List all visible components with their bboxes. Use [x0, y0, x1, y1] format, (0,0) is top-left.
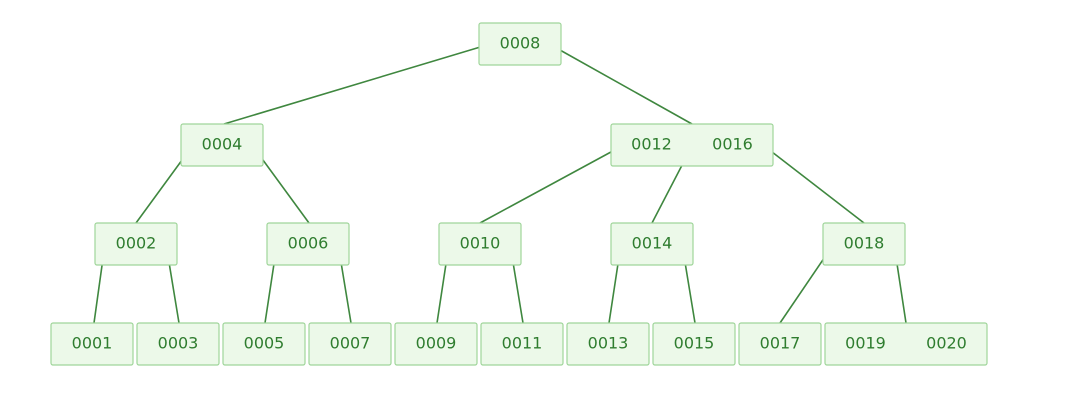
tree-node-l3: 0003 [136, 322, 220, 366]
tree-edge-n12-n10 [479, 145, 623, 224]
tree-edge-n12-n18 [762, 144, 865, 224]
tree-node-n12: 0012 0016 [610, 123, 774, 167]
node-key-label: 0001 [72, 334, 113, 353]
tree-node-l5: 0005 [222, 322, 306, 366]
tree-node-l19: 0019 0020 [824, 322, 988, 366]
tree-node-box [136, 322, 220, 366]
tree-node-box [94, 222, 178, 266]
tree-node-n8: 0008 [478, 22, 562, 66]
tree-nodes: 0008 0004 0012 0016 0002 0006 0010 0014 0018 0001… [50, 22, 988, 366]
tree-node-box [266, 222, 350, 266]
node-key-label: 0010 [460, 234, 501, 253]
node-key-label: 0004 [202, 135, 243, 154]
tree-node-box [180, 123, 264, 167]
node-key-label: 0012 [631, 135, 672, 154]
tree-node-l13: 0013 [566, 322, 650, 366]
tree-node-n4: 0004 [180, 123, 264, 167]
node-key-label: 0007 [330, 334, 371, 353]
node-key-label: 0018 [844, 234, 885, 253]
node-key-label: 0002 [116, 234, 157, 253]
node-key-label: 0019 [845, 334, 886, 353]
node-key-label: 0020 [926, 334, 967, 353]
tree-node-box [566, 322, 650, 366]
tree-edge-n8-n4 [223, 44, 488, 125]
tree-edge-n8-n12 [550, 44, 693, 125]
tree-node-box [610, 222, 694, 266]
tree-node-box [824, 322, 988, 366]
tree-node-n18: 0018 [822, 222, 906, 266]
tree-node-l7: 0007 [308, 322, 392, 366]
tree-node-box [480, 322, 564, 366]
node-key-label: 0014 [632, 234, 673, 253]
tree-node-box [394, 322, 478, 366]
node-key-label: 0006 [288, 234, 329, 253]
tree-node-n2: 0002 [94, 222, 178, 266]
tree-node-box [438, 222, 522, 266]
node-key-label: 0009 [416, 334, 457, 353]
tree-node-box [822, 222, 906, 266]
tree-edges [93, 44, 907, 324]
node-key-label: 0003 [158, 334, 199, 353]
node-key-label: 0017 [760, 334, 801, 353]
tree-node-box [738, 322, 822, 366]
tree-node-l1: 0001 [50, 322, 134, 366]
tree-node-box [50, 322, 134, 366]
tree-node-n6: 0006 [266, 222, 350, 266]
tree-node-box [610, 123, 774, 167]
node-key-label: 0011 [502, 334, 543, 353]
node-key-label: 0008 [500, 34, 541, 53]
tree-node-l15: 0015 [652, 322, 736, 366]
tree-node-box [308, 322, 392, 366]
node-key-label: 0005 [244, 334, 285, 353]
node-key-label: 0016 [712, 135, 753, 154]
tree-node-l11: 0011 [480, 322, 564, 366]
tree-node-l17: 0017 [738, 322, 822, 366]
node-key-label: 0013 [588, 334, 629, 353]
tree-node-box [478, 22, 562, 66]
tree-node-box [652, 322, 736, 366]
tree-node-box [222, 322, 306, 366]
tree-node-n14: 0014 [610, 222, 694, 266]
tree-node-n10: 0010 [438, 222, 522, 266]
tree-node-l9: 0009 [394, 322, 478, 366]
node-key-label: 0015 [674, 334, 715, 353]
